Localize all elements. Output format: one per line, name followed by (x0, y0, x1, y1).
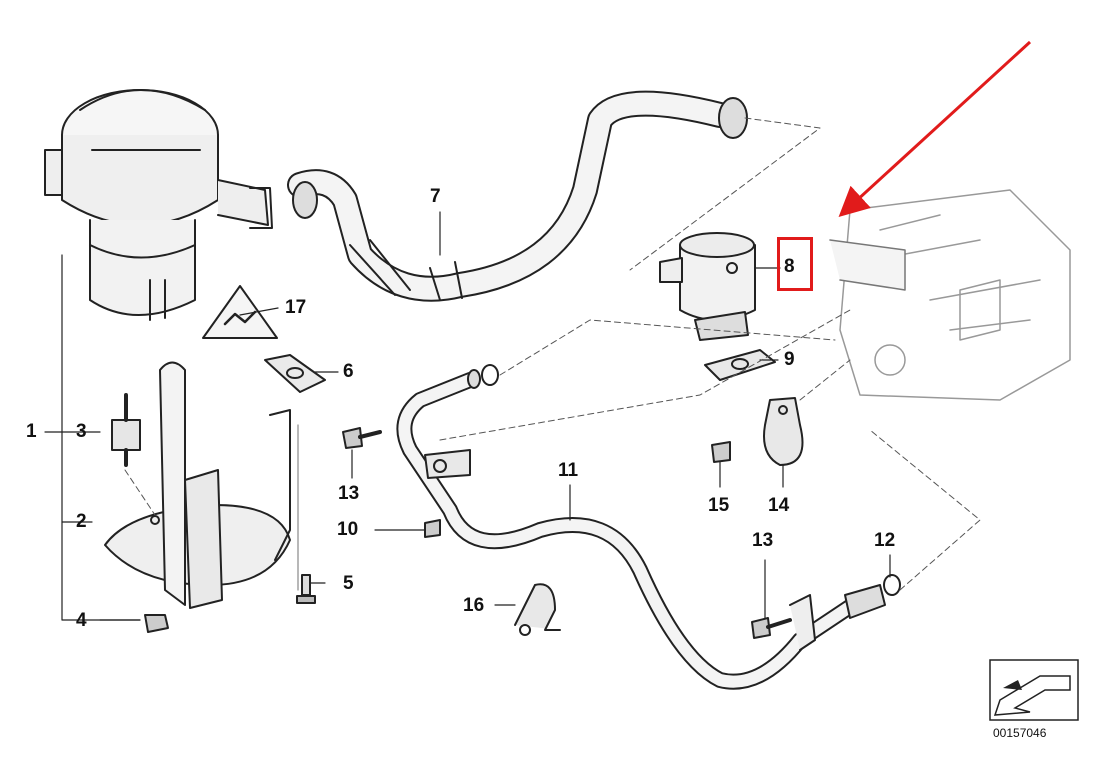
check-valve (659, 232, 756, 341)
part-label-5: 5 (343, 573, 354, 594)
part-label-11: 11 (558, 460, 579, 481)
bolt-5 (301, 574, 311, 596)
bolt-13-lower (751, 617, 792, 639)
pump-bracket (104, 361, 291, 609)
direction-icon (989, 659, 1079, 721)
clamp-16 (514, 583, 561, 636)
part-label-16: 16 (463, 595, 485, 616)
part-label-14: 14 (768, 495, 790, 516)
air-pipe (396, 369, 886, 690)
document-number: 00157046 (993, 726, 1047, 740)
pointer-arrow (838, 40, 1032, 218)
bolt-5-head (296, 595, 316, 604)
part-label-12: 12 (874, 530, 896, 551)
part-label-8: 8 (784, 256, 795, 277)
nut-10 (424, 519, 441, 538)
part-label-15: 15 (708, 495, 730, 516)
o-ring-upper (481, 364, 499, 386)
warning-label (202, 285, 278, 339)
part-label-1: 1 (26, 421, 37, 442)
part-label-13-upper: 13 (338, 483, 360, 504)
nut-15 (711, 441, 731, 463)
part-label-13-lower: 13 (752, 530, 774, 551)
part-label-17: 17 (285, 297, 307, 318)
part-label-2: 2 (76, 511, 87, 532)
engine-block (829, 189, 1071, 401)
highlight-box (777, 237, 813, 291)
bolt-13-upper (342, 427, 382, 449)
part-label-4: 4 (76, 610, 87, 631)
assembly-lines (124, 117, 981, 591)
bracket-plate (264, 354, 326, 393)
part-label-9: 9 (784, 349, 795, 370)
nut-4 (144, 614, 169, 633)
o-ring-12 (883, 574, 901, 596)
rubber-mount (111, 393, 141, 467)
gasket (704, 349, 776, 381)
leader-lines (44, 211, 891, 621)
part-label-3: 3 (76, 421, 87, 442)
air-pump (44, 89, 273, 321)
clamp-14 (763, 397, 804, 466)
part-label-10: 10 (337, 519, 359, 540)
air-hose (287, 90, 748, 302)
part-label-7: 7 (430, 186, 441, 207)
part-label-6: 6 (343, 361, 354, 382)
